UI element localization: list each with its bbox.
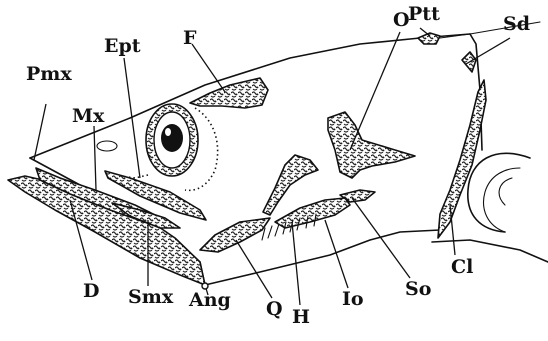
label-d: D [83, 280, 99, 302]
label-ept: Ept [104, 35, 141, 57]
label-pmx: Pmx [26, 63, 72, 85]
label-io: Io [342, 288, 364, 310]
label-smx: Smx [128, 286, 174, 308]
label-h: H [292, 306, 310, 328]
interopercle-bone [275, 198, 350, 228]
dentary-bone [8, 176, 205, 285]
pectoral-fin [468, 153, 530, 232]
label-cl: Cl [451, 256, 473, 278]
cleithrum-bone [438, 80, 486, 238]
label-so: So [405, 278, 431, 300]
label-ptt: Ptt [408, 3, 440, 25]
opercle-bone [328, 112, 415, 178]
frontal-bone [190, 78, 268, 108]
leader-lines [34, 28, 510, 305]
label-ang: Ang [188, 289, 231, 311]
label-f: F [183, 27, 197, 49]
quadrate-bone [200, 218, 270, 252]
label-sd: Sd [503, 13, 530, 35]
label-mx: Mx [72, 105, 105, 127]
label-q: Q [266, 298, 283, 320]
